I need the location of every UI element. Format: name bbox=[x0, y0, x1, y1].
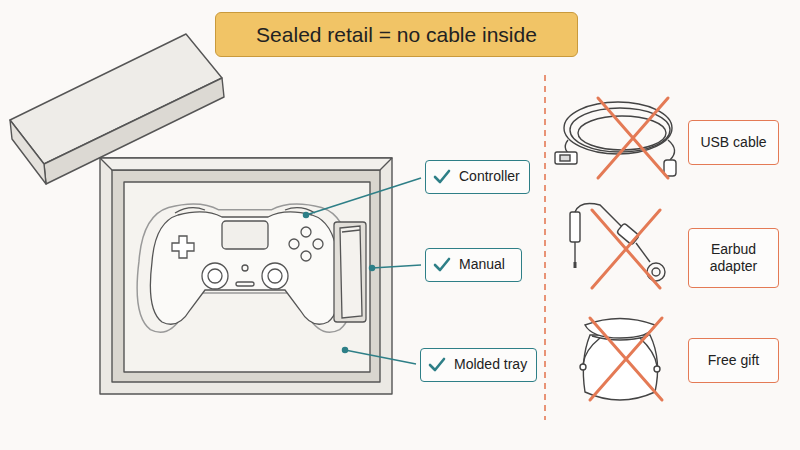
leader-lines bbox=[304, 178, 422, 364]
included-item-label: Molded tray bbox=[420, 348, 537, 382]
controller bbox=[137, 204, 353, 332]
item-text: Molded tray bbox=[454, 356, 527, 374]
title-banner: Sealed retail = no cable inside bbox=[215, 12, 578, 57]
retail-box bbox=[100, 158, 392, 394]
excluded-item-label: Free gift bbox=[688, 338, 779, 383]
excluded-item-label: Earbud adapter bbox=[688, 228, 779, 288]
check-mark bbox=[432, 167, 452, 187]
excluded-item-label: USB cable bbox=[688, 120, 779, 165]
item-text: Manual bbox=[459, 256, 505, 274]
item-text: Earbud adapter bbox=[697, 241, 770, 276]
item-text: Free gift bbox=[708, 352, 759, 370]
check-mark bbox=[427, 355, 447, 375]
title-text: Sealed retail = no cable inside bbox=[256, 23, 537, 47]
cross-marks bbox=[590, 98, 668, 400]
included-item-label: Manual bbox=[425, 248, 522, 282]
check-mark bbox=[432, 255, 452, 275]
included-item-label: Controller bbox=[425, 160, 530, 194]
manual bbox=[334, 222, 366, 322]
gift-pouch-icon bbox=[580, 319, 660, 401]
item-text: USB cable bbox=[700, 134, 766, 152]
item-text: Controller bbox=[459, 168, 520, 186]
earbud-adapter-icon bbox=[570, 204, 665, 281]
divider bbox=[544, 75, 546, 420]
